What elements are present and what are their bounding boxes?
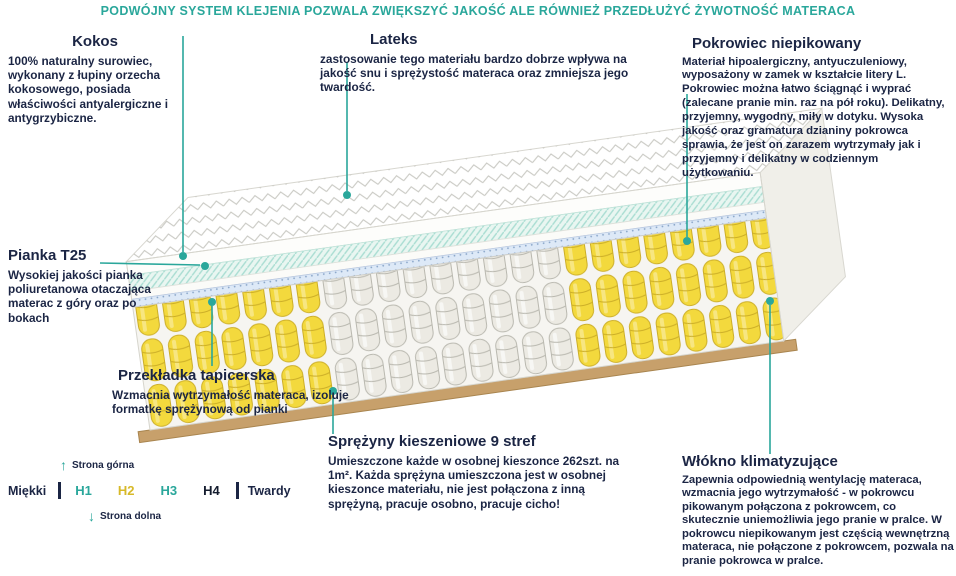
- hardness-scale: ↑ Strona górna Miękki H1 H2 H3 H4 Twardy…: [8, 458, 318, 523]
- scale-soft-label: Miękki: [8, 483, 47, 498]
- callout-wlokno-title: Włókno klimatyzujące: [682, 453, 838, 470]
- callout-wlokno-text: Zapewnia odpowiednią wentylację materaca…: [682, 473, 954, 567]
- scale-row: Miękki H1 H2 H3 H4 Twardy: [8, 482, 318, 499]
- scale-top-side: ↑ Strona górna: [8, 458, 318, 472]
- leader-lines: [99, 36, 771, 454]
- page-title: PODWÓJNY SYSTEM KLEJENIA POZWALA ZWIĘKSZ…: [100, 4, 856, 18]
- pocket-springs-white-middle: [320, 247, 576, 404]
- callout-sprezyny-text: Umieszczone każde w osobnej kieszonce 26…: [328, 453, 620, 511]
- callout-przekladka-text: Wzmacnia wytrzymałość materaca, izoluje …: [112, 387, 349, 416]
- callout-pianka-text: Wysokiej jakości pianka poliuretanowa ot…: [8, 267, 151, 325]
- callout-kokos-text: 100% naturalny surowiec, wykonany z łupi…: [8, 53, 168, 126]
- callout-przekladka-title: Przekładka tapicerska: [118, 367, 275, 384]
- leader-dot-kokos: [179, 252, 187, 260]
- leader-dot-wlokno: [766, 297, 774, 305]
- scale-bracket-right: [235, 482, 239, 499]
- callout-kokos: Kokos 100% naturalny surowiec, wykonany …: [8, 33, 182, 126]
- callout-sprezyny-title: Sprężyny kieszeniowe 9 stref: [328, 433, 536, 450]
- callout-lateks: Lateks zastosowanie tego materiału bardz…: [320, 31, 665, 95]
- callout-pianka: Pianka T25 Wysokiej jakości pianka poliu…: [8, 247, 180, 325]
- leader-dot-pokrowiec: [683, 237, 691, 245]
- hardness-level-h1: H1: [75, 483, 92, 498]
- callout-lateks-title: Lateks: [370, 31, 418, 48]
- leader-dot-lateks: [343, 191, 351, 199]
- callout-lateks-text: zastosowanie tego materiału bardzo dobrz…: [320, 51, 629, 95]
- callout-pianka-title: Pianka T25: [8, 247, 87, 264]
- scale-hard-label: Twardy: [247, 483, 291, 498]
- callout-pokrowiec-title: Pokrowiec niepikowany: [692, 35, 862, 52]
- leader-dots: [179, 191, 774, 395]
- leader-dot-przekladka: [208, 298, 216, 306]
- pocket-springs-yellow-left: [132, 280, 339, 430]
- scale-bottom-side: ↓ Strona dolna: [8, 509, 318, 523]
- hardness-level-h3: H3: [160, 483, 178, 498]
- scale-bottom-side-label: Strona dolna: [100, 510, 162, 522]
- callout-sprezyny: Sprężyny kieszeniowe 9 stref Umieszczone…: [328, 433, 623, 511]
- hardness-level-h4: H4: [203, 483, 220, 498]
- callout-pokrowiec: Pokrowiec niepikowany Materiał hipoalerg…: [682, 35, 952, 181]
- arrow-up-icon: ↑: [60, 457, 67, 473]
- mattress-front-face-outline: [125, 172, 785, 431]
- zigzag-foam-texture: [126, 108, 822, 262]
- scale-top-side-label: Strona górna: [72, 459, 135, 471]
- callout-kokos-title: Kokos: [72, 33, 118, 50]
- callout-pokrowiec-text: Materiał hipoalergiczny, antyuczuleniowy…: [682, 55, 945, 179]
- mattress-body: [124, 107, 846, 444]
- hardness-level-h2: H2: [117, 483, 135, 498]
- leader-dot-sprezyny: [329, 387, 337, 395]
- pocket-springs-yellow-right: [558, 218, 784, 371]
- scale-bracket-left: [58, 482, 62, 499]
- callout-wlokno: Włókno klimatyzujące Zapewnia odpowiedni…: [682, 453, 954, 568]
- leader-dot-pianka: [201, 262, 209, 270]
- leader-line-pianka: [99, 262, 201, 266]
- callout-przekladka: Przekładka tapicerska Wzmacnia wytrzymał…: [112, 367, 374, 416]
- arrow-down-icon: ↓: [88, 508, 95, 524]
